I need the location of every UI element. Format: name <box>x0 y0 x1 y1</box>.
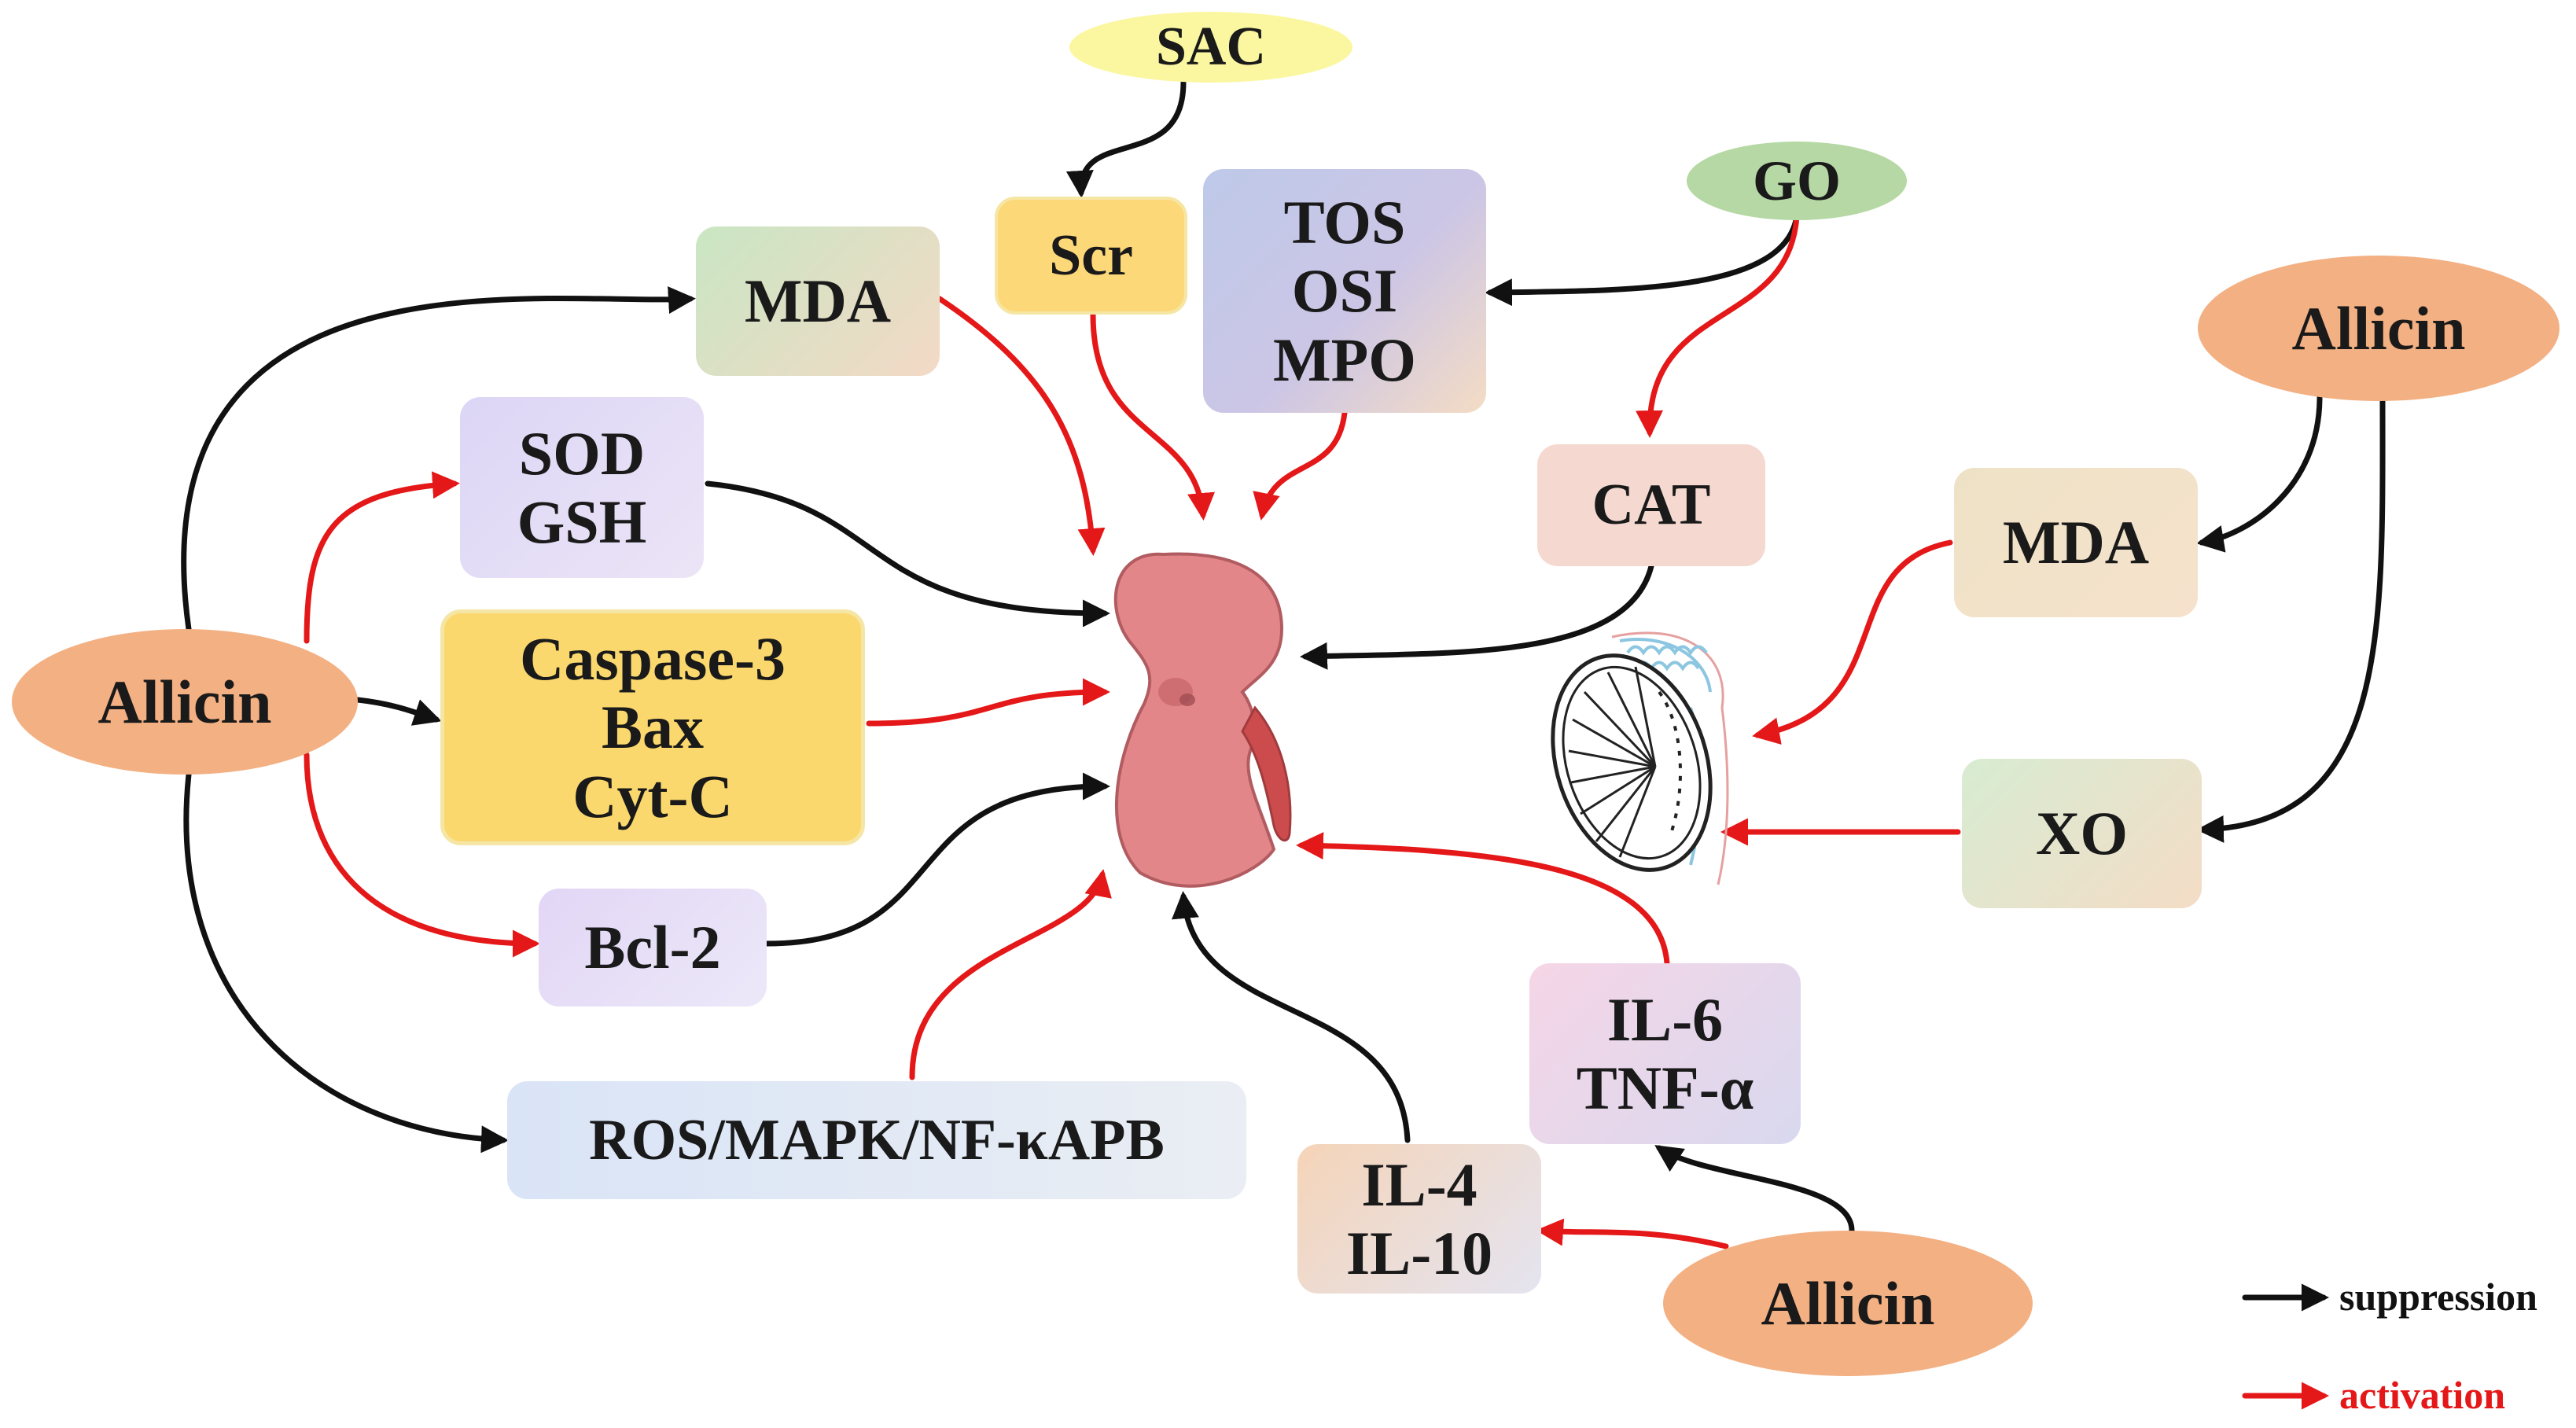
node-xo-label: XO <box>2036 799 2128 868</box>
node-allicin-left: Allicin <box>12 629 358 775</box>
node-sod-line-1: SOD <box>518 418 646 488</box>
arrow-allicinr-to-xo <box>2196 398 2386 843</box>
legend-activation-label: activation <box>2339 1373 2506 1417</box>
arrow-allicinl-to-caspase <box>355 697 442 726</box>
arrow-mdar-to-testis <box>1752 539 1953 745</box>
node-allicin-right-label: Allicin <box>2291 293 2466 363</box>
arrow-cat-to-kidney <box>1300 563 1654 670</box>
arrow-allicinl-to-sod <box>304 471 460 644</box>
node-allicin-bottom-label: Allicin <box>1761 1268 1935 1338</box>
testis-illustration <box>1551 631 1729 885</box>
arrow-mda-to-kidney <box>937 296 1106 556</box>
node-ros-mapk-label: ROS/MAPK/NF-κAPB <box>589 1107 1165 1172</box>
arrow-scr-to-kidney <box>1090 311 1215 521</box>
node-il6-line-2: TNF-α <box>1576 1054 1754 1122</box>
node-il6-tnf: IL-6 TNF-α <box>1529 963 1801 1144</box>
node-xo: XO <box>1962 759 2202 908</box>
arrow-allicinr-to-mdar <box>2196 394 2323 553</box>
arrow-il6-to-kidney <box>1296 832 1670 966</box>
node-sod-line-2: GSH <box>517 488 647 556</box>
arrow-bcl2-to-kidney <box>764 772 1110 947</box>
node-tos-line-1: TOS <box>1283 187 1406 256</box>
node-tos-line-2: OSI <box>1291 256 1398 326</box>
legend-suppression-label: suppression <box>2339 1275 2537 1319</box>
node-caspase-line-1: Caspase-3 <box>519 624 786 693</box>
node-go-label: GO <box>1752 149 1841 212</box>
node-bcl2-label: Bcl-2 <box>584 913 721 982</box>
node-il4-il10: IL-4 IL-10 <box>1297 1144 1541 1294</box>
node-ros-mapk: ROS/MAPK/NF-κAPB <box>507 1081 1246 1199</box>
arrow-go-to-cat <box>1636 213 1800 438</box>
node-caspase-line-3: Cyt-C <box>572 761 733 830</box>
node-il6-line-1: IL-6 <box>1606 985 1724 1054</box>
node-cat: CAT <box>1537 444 1765 566</box>
node-mda-right: MDA <box>1954 468 2198 617</box>
arrow-allicinb-to-il6 <box>1654 1145 1855 1234</box>
node-scr-label: Scr <box>1049 223 1133 288</box>
node-allicin-right: Allicin <box>2198 256 2559 401</box>
arrow-allicinl-to-ros <box>183 771 509 1154</box>
node-tos-line-3: MPO <box>1273 325 1416 394</box>
node-allicin-left-label: Allicin <box>98 667 272 736</box>
arrow-tos-to-kidney <box>1253 410 1348 521</box>
arrow-go-to-tos <box>1485 213 1800 307</box>
node-mda-top: MDA <box>696 226 940 376</box>
arrow-caspase-to-kidney <box>866 678 1110 727</box>
node-allicin-bottom: Allicin <box>1663 1231 2033 1376</box>
node-bcl2: Bcl-2 <box>539 889 767 1007</box>
node-caspase-line-2: Bax <box>601 693 705 762</box>
arrow-il4-to-kidney <box>1172 891 1411 1143</box>
arrow-sac-to-scr <box>1065 79 1187 198</box>
arrow-allicinl-to-mda <box>181 286 696 632</box>
node-il4-line-2: IL-10 <box>1345 1219 1493 1287</box>
arrow-allicinl-to-bcl2 <box>304 752 540 958</box>
node-caspase-bax-cytc: Caspase-3 Bax Cyt-C <box>440 609 865 845</box>
kidney-illustration <box>1113 552 1292 888</box>
arrow-ros-to-kidney <box>909 869 1112 1080</box>
node-sac-label: SAC <box>1155 16 1267 77</box>
node-go: GO <box>1687 142 1907 220</box>
node-il4-line-1: IL-4 <box>1361 1150 1478 1219</box>
node-mda-top-label: MDA <box>744 267 892 336</box>
node-tos-osi-mpo: TOS OSI MPO <box>1203 169 1486 413</box>
node-scr: Scr <box>995 197 1187 315</box>
node-cat-label: CAT <box>1592 473 1711 538</box>
node-mda-right-label: MDA <box>2002 508 2150 577</box>
arrow-sod-to-kidney <box>705 480 1110 628</box>
node-sac: SAC <box>1069 12 1352 83</box>
node-sod-gsh: SOD GSH <box>460 397 704 578</box>
arrow-allicinb-to-il4 <box>1536 1218 1729 1250</box>
